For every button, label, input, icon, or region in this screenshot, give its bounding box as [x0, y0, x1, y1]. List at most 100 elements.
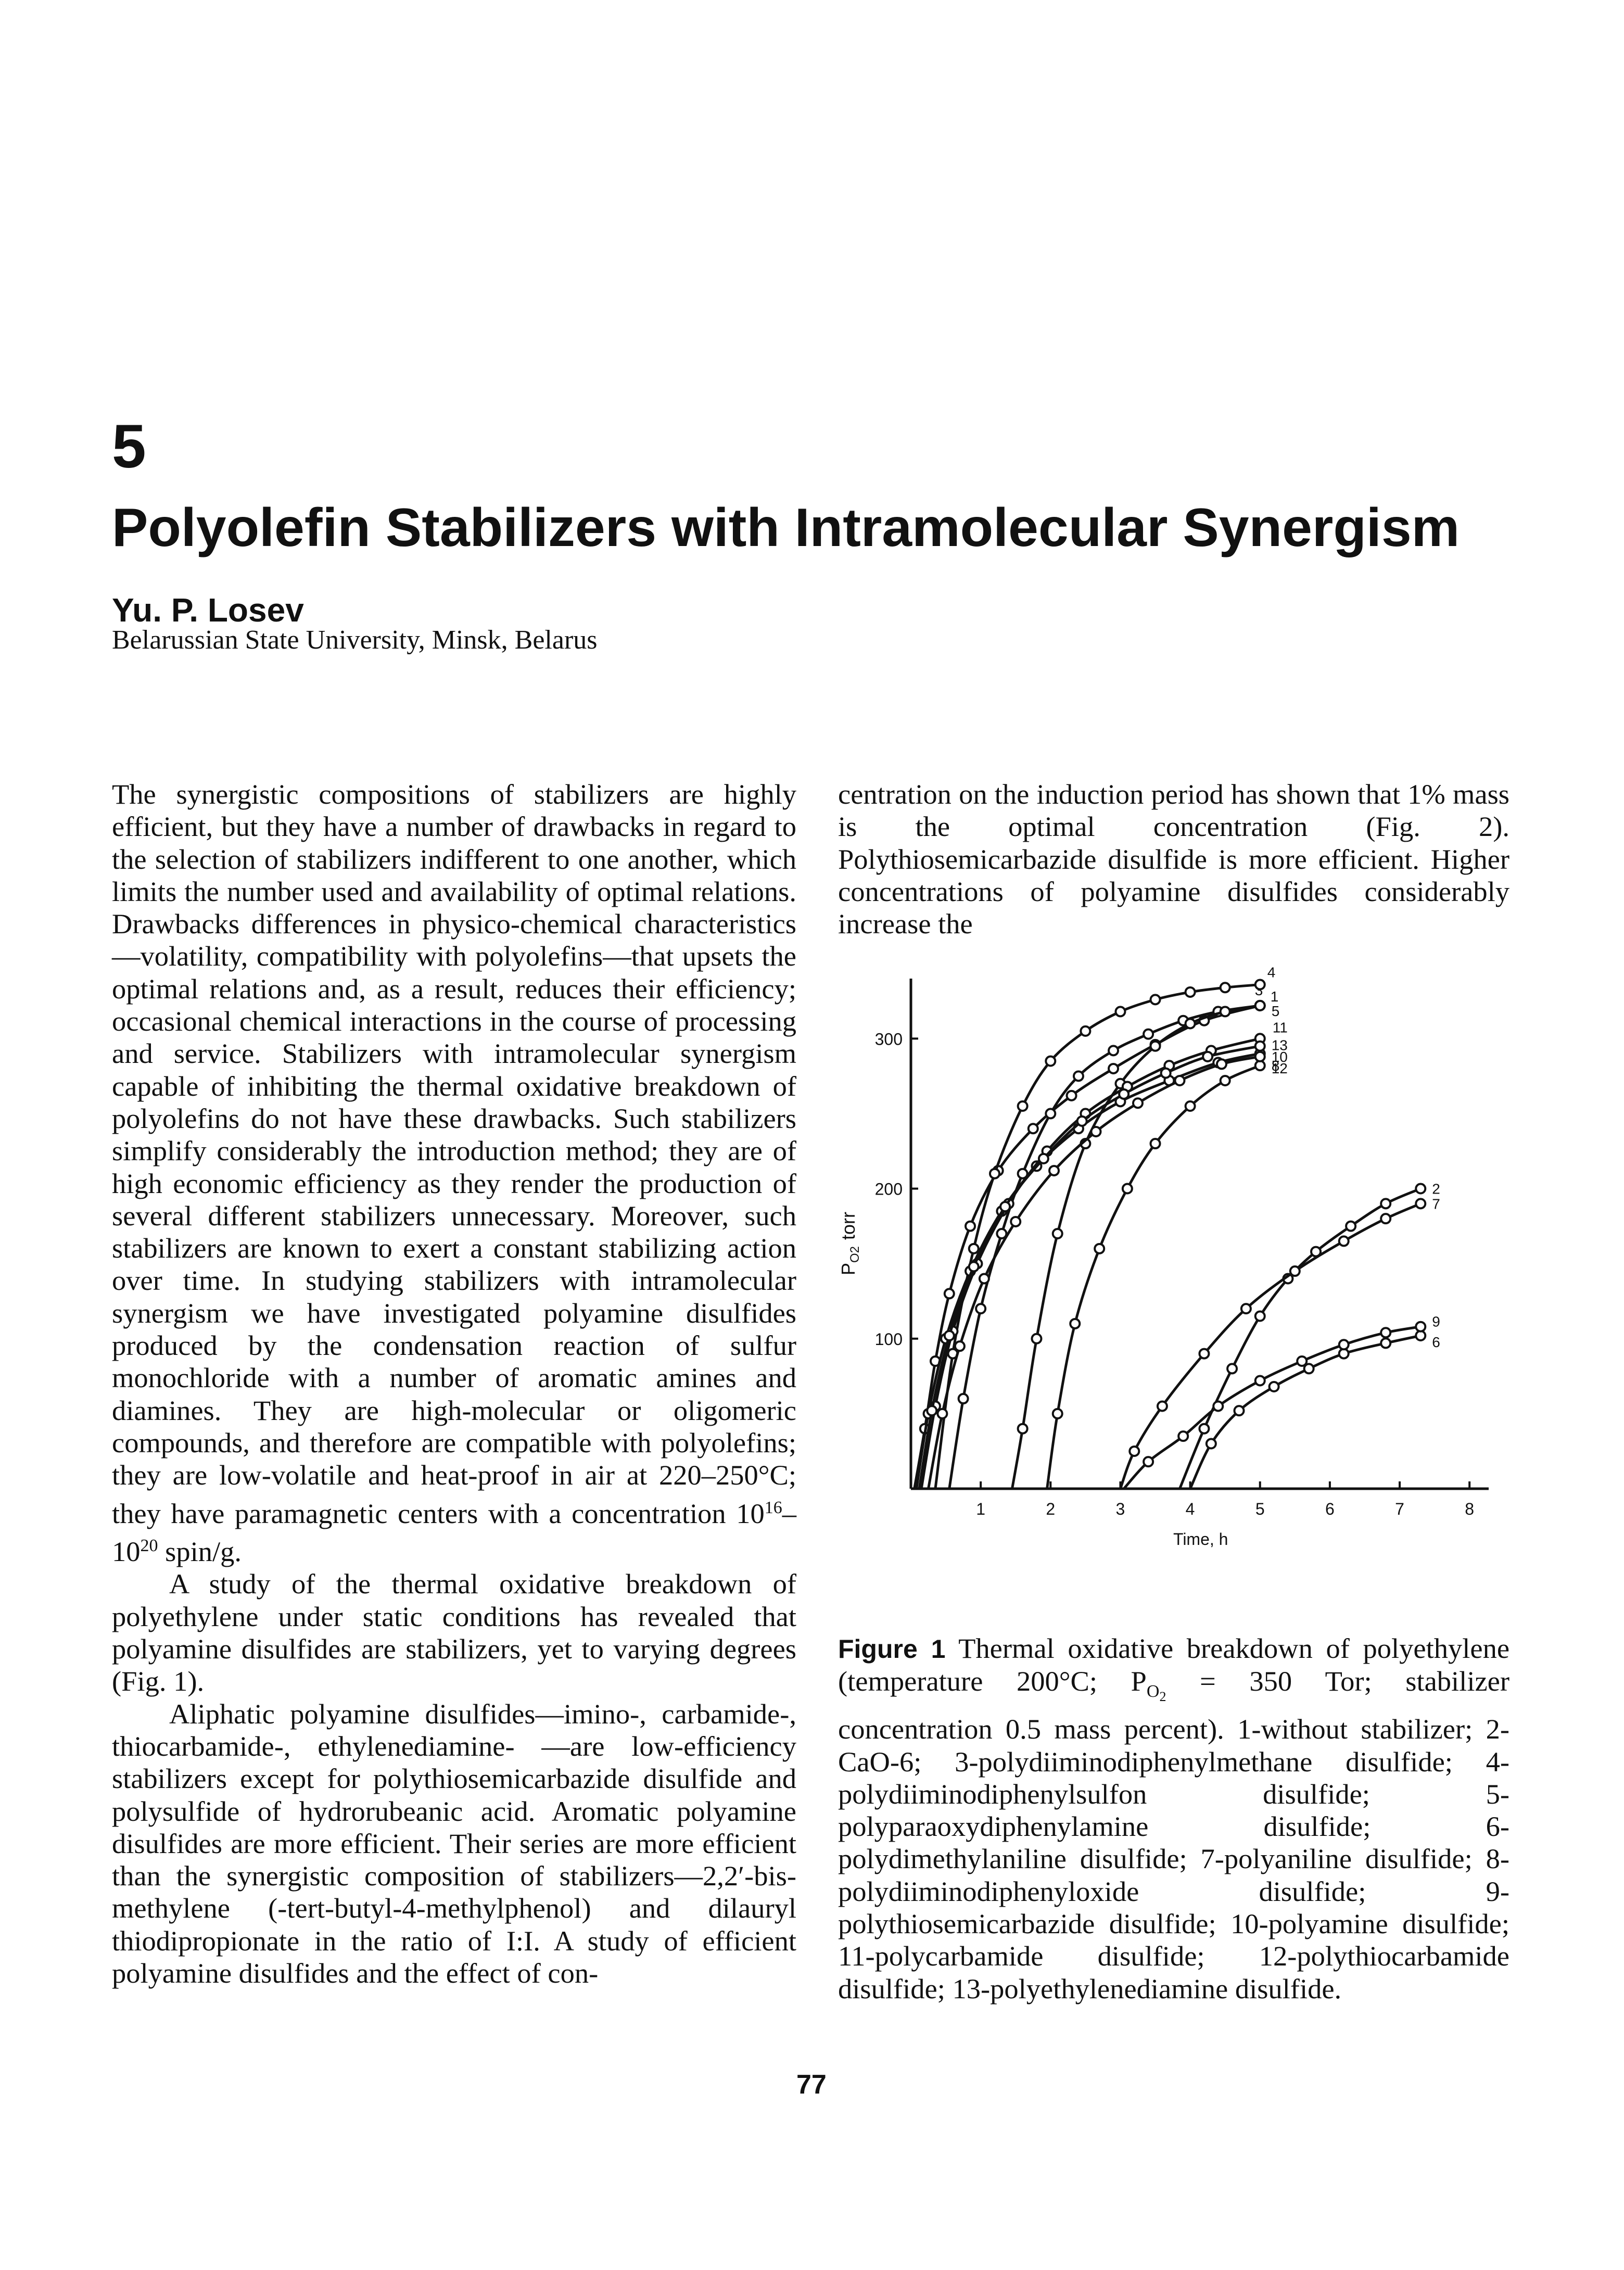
series-point-13 — [1254, 1040, 1266, 1052]
series-point-5 — [1149, 1040, 1161, 1052]
paragraph-1: The synergistic compositions of stabiliz… — [112, 778, 796, 1568]
series-point-8 — [1149, 1138, 1161, 1150]
series-line-1 — [913, 1004, 1261, 1489]
series-label-5: 5 — [1272, 1003, 1280, 1019]
series-label-4: 4 — [1267, 965, 1276, 981]
x-tick-label: 6 — [1325, 1500, 1335, 1518]
series-point-2 — [1226, 1363, 1238, 1375]
series-label-13: 13 — [1272, 1037, 1288, 1054]
x-tick-label: 3 — [1116, 1500, 1125, 1518]
series-point-5 — [1254, 999, 1266, 1011]
series-point-13 — [1118, 1088, 1130, 1100]
spin-unit: spin/g. — [158, 1536, 242, 1568]
series-point-13 — [943, 1330, 955, 1341]
series-point-4 — [1114, 1006, 1126, 1018]
paragraph-2: A study of the thermal oxidative breakdo… — [112, 1568, 796, 1697]
spin-exponent-high: 20 — [140, 1536, 158, 1555]
page-number: 77 — [796, 2070, 827, 2100]
x-axis-label: Time, h — [1173, 1530, 1228, 1549]
series-label-8: 8 — [1272, 1058, 1280, 1074]
series-point-12 — [1132, 1097, 1144, 1109]
series-label-11: 11 — [1273, 1019, 1288, 1035]
series-point-4 — [1254, 979, 1266, 991]
series-point-12 — [1254, 1050, 1266, 1062]
author-name: Yu. P. Losev — [112, 591, 304, 629]
series-point-8 — [1094, 1242, 1106, 1254]
series-line-2 — [1178, 1187, 1422, 1489]
series-point-4 — [1045, 1055, 1057, 1067]
series-point-6 — [1303, 1363, 1315, 1375]
y-tick-label: 100 — [875, 1330, 903, 1349]
series-point-3 — [1017, 1168, 1029, 1180]
series-point-7 — [1240, 1303, 1252, 1315]
x-tick-label: 5 — [1255, 1500, 1265, 1518]
series-point-13 — [1076, 1115, 1088, 1127]
series-point-2 — [1380, 1198, 1392, 1210]
series-point-5 — [1184, 1018, 1196, 1030]
series-point-7 — [1156, 1400, 1168, 1412]
series-point-4 — [988, 1168, 1000, 1180]
series-point-2 — [1254, 1310, 1266, 1322]
series-point-7 — [1128, 1445, 1140, 1457]
caption-sub: O2 — [1146, 1682, 1166, 1704]
series-point-13 — [1202, 1050, 1214, 1062]
series-line-13 — [918, 1045, 1261, 1489]
series-point-8 — [1121, 1183, 1133, 1195]
x-tick-label: 2 — [1046, 1500, 1055, 1518]
y-axis-label: PO2torr — [838, 1212, 862, 1275]
y-tick-label: 200 — [875, 1180, 903, 1199]
series-label-7: 7 — [1432, 1196, 1440, 1212]
x-tick-label: 7 — [1395, 1500, 1404, 1518]
author-affiliation: Belarussian State University, Minsk, Bel… — [112, 625, 598, 655]
chapter-title: Polyolefin Stabilizers with Intramolecul… — [112, 498, 1460, 558]
series-point-1 — [965, 1220, 976, 1232]
series-point-3 — [1072, 1070, 1084, 1082]
figure-label: Figure 1 — [838, 1634, 946, 1664]
series-point-6 — [1380, 1337, 1392, 1349]
series-point-2 — [1198, 1423, 1210, 1435]
series-point-9 — [1177, 1430, 1189, 1442]
right-text-column: centration on the induction period has s… — [838, 778, 1509, 940]
series-point-5 — [1017, 1423, 1029, 1435]
series-point-4 — [1184, 986, 1196, 998]
series-point-12 — [1048, 1164, 1060, 1176]
x-tick-label: 8 — [1465, 1500, 1474, 1518]
series-line-8 — [1046, 1064, 1261, 1489]
series-point-1 — [1027, 1123, 1039, 1135]
series-point-7 — [1338, 1235, 1350, 1247]
series-point-9 — [1212, 1400, 1224, 1412]
paragraph-3: Aliphatic polyamine disulfides—imino-, c… — [112, 1697, 796, 1989]
figure-caption: Figure 1 Thermal oxidative breakdown of … — [838, 1632, 1509, 2005]
series-point-1 — [1065, 1089, 1077, 1101]
x-tick-label: 1 — [976, 1500, 985, 1518]
spin-exponent-low: 16 — [764, 1498, 782, 1517]
series-point-8 — [1184, 1100, 1196, 1112]
series-point-9 — [1296, 1355, 1308, 1367]
series-point-4 — [1219, 982, 1231, 994]
series-point-13 — [926, 1405, 938, 1417]
series-point-13 — [999, 1201, 1011, 1213]
left-text-column: The synergistic compositions of stabiliz… — [112, 778, 796, 1989]
series-point-1 — [943, 1288, 955, 1300]
series-point-9 — [1338, 1339, 1350, 1351]
series-point-13 — [968, 1261, 980, 1273]
series-line-9 — [1123, 1325, 1421, 1490]
series-point-4 — [1149, 994, 1161, 1006]
chapter-number: 5 — [112, 412, 146, 481]
series-point-5 — [1051, 1228, 1063, 1239]
spin-dash: –10 — [112, 1497, 796, 1568]
series-point-12 — [978, 1273, 990, 1285]
spin-base: 10 — [736, 1497, 765, 1529]
series-point-3 — [996, 1228, 1008, 1239]
series-point-13 — [1037, 1152, 1049, 1164]
series-line-12 — [927, 1055, 1261, 1489]
series-point-7 — [1415, 1198, 1427, 1210]
series-label-6: 6 — [1432, 1334, 1440, 1350]
series-label-9: 9 — [1432, 1314, 1440, 1330]
series-point-8 — [1219, 1075, 1231, 1086]
series-point-6 — [1268, 1381, 1280, 1392]
series-point-3 — [1045, 1108, 1057, 1120]
caption-text-a: Thermal oxidative breakdown of polyethyl… — [838, 1632, 1510, 1697]
series-point-9 — [1254, 1375, 1266, 1387]
